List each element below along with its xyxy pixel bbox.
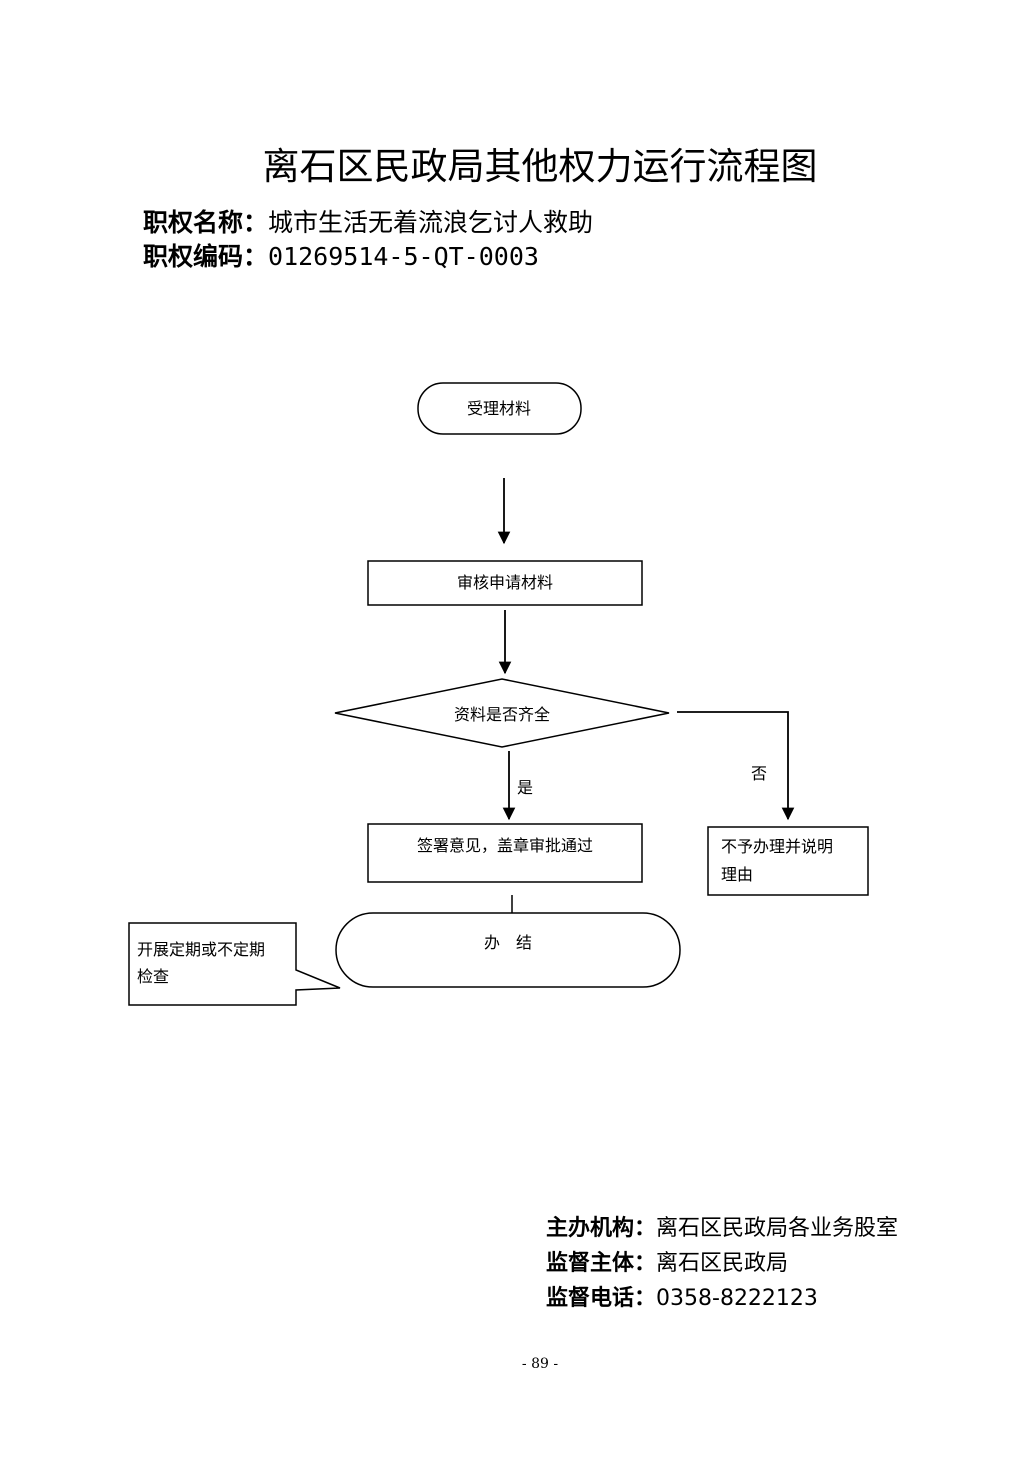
footer-supervisor-label: 监督主体： — [546, 1251, 657, 1276]
note-callout — [128, 922, 341, 1006]
page-number: - 89 - — [521, 1356, 559, 1372]
footer-phone: 监督电话：0358-8222123 — [546, 1280, 818, 1312]
footer-phone-value: 0358-8222123 — [656, 1286, 818, 1311]
authority-name-value: 城市生活无着流浪乞讨人救助 — [268, 208, 594, 237]
review-node-label: 审核申请材料 — [457, 573, 553, 592]
authority-code: 职权编码：01269514-5-QT-0003 — [143, 237, 539, 273]
reject-node-label-2: 理由 — [721, 865, 753, 884]
end-node — [335, 912, 681, 988]
page-title: 离石区民政局其他权力运行流程图 — [262, 145, 818, 188]
footer-organizer-value: 离石区民政局各业务股室 — [656, 1216, 899, 1241]
reject-node — [707, 826, 869, 896]
footer-supervisor: 监督主体：离石区民政局 — [546, 1245, 788, 1277]
footer-phone-label: 监督电话： — [546, 1286, 657, 1311]
start-node-label: 受理材料 — [467, 399, 531, 418]
no-label: 否 — [751, 764, 767, 783]
authority-code-value: 01269514-5-QT-0003 — [268, 242, 539, 271]
authority-code-label: 职权编码： — [143, 242, 269, 271]
footer-organizer: 主办机构：离石区民政局各业务股室 — [546, 1210, 898, 1242]
approve-node — [367, 823, 643, 883]
decision-node-label: 资料是否齐全 — [454, 705, 550, 724]
yes-label: 是 — [517, 778, 533, 797]
footer-organizer-label: 主办机构： — [546, 1216, 657, 1241]
review-node — [367, 560, 643, 606]
reject-node-label-1: 不予办理并说明 — [721, 837, 833, 856]
note-label-2: 检查 — [137, 967, 169, 986]
authority-name-label: 职权名称： — [143, 208, 269, 237]
authority-name: 职权名称：城市生活无着流浪乞讨人救助 — [143, 203, 593, 239]
end-node-label: 办 结 — [484, 933, 532, 952]
start-node — [417, 382, 582, 435]
note-label-1: 开展定期或不定期 — [137, 940, 265, 959]
decision-node — [334, 678, 670, 748]
arrow-no — [677, 711, 795, 821]
approve-node-label: 签署意见，盖章审批通过 — [417, 836, 593, 855]
footer-supervisor-value: 离石区民政局 — [656, 1251, 789, 1276]
